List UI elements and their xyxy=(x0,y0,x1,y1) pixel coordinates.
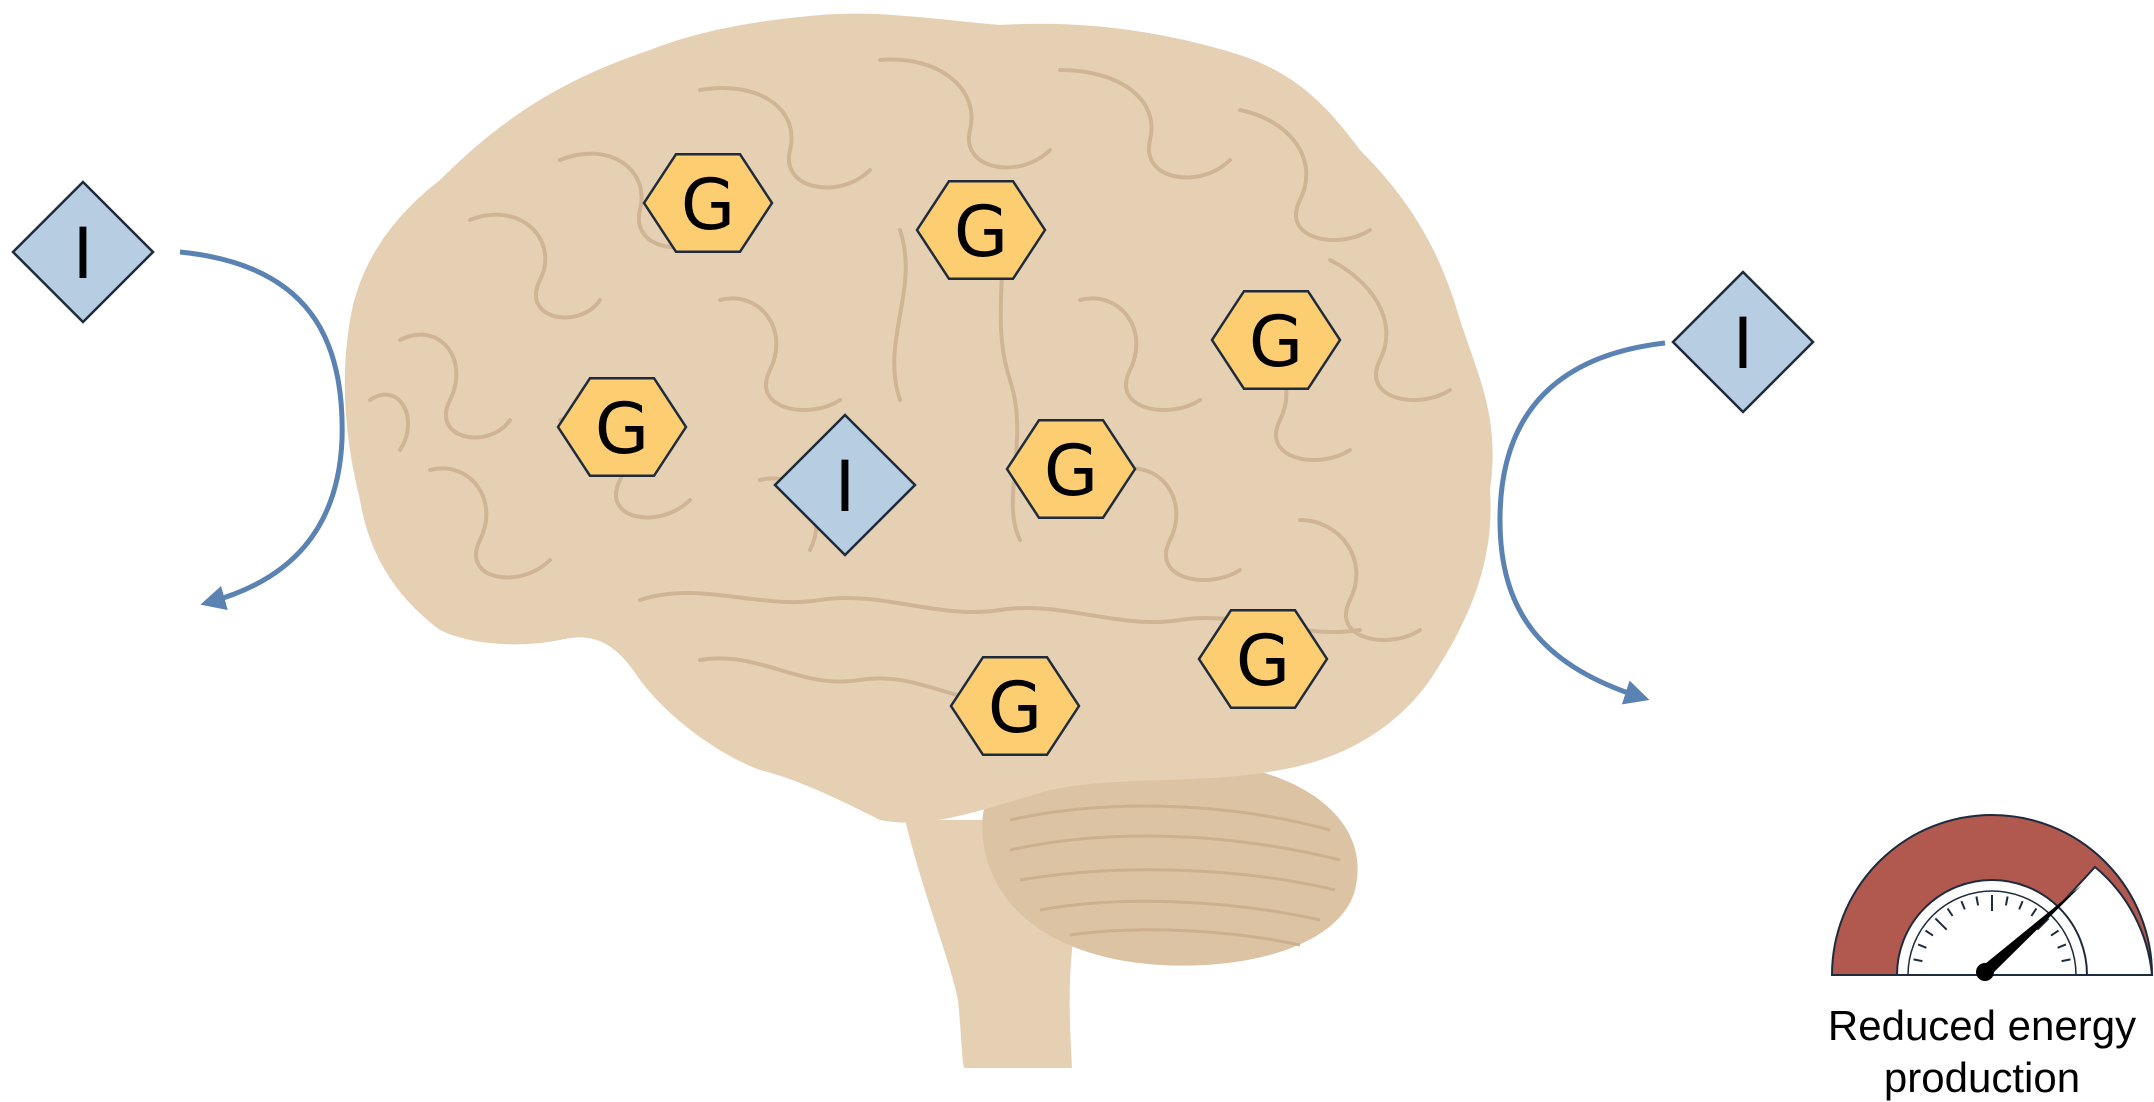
glucose-hexagon: G xyxy=(949,655,1081,757)
insulin-diamond-shape xyxy=(11,180,155,324)
glucose-hexagon: G xyxy=(915,179,1047,281)
glucose-label: G xyxy=(1044,430,1098,512)
left-curved-arrow xyxy=(179,249,345,611)
insulin-diamond: I xyxy=(1671,270,1815,414)
gauge-tick xyxy=(2061,958,2071,963)
cerebrum xyxy=(344,13,1493,823)
gauge-tick xyxy=(2057,943,2067,949)
glucose-hexagon-shape xyxy=(915,179,1047,281)
gauge-tick xyxy=(2030,907,2038,917)
gauge-tick xyxy=(1975,896,1980,906)
gauge-tick xyxy=(1960,900,1966,910)
glucose-hexagon: G xyxy=(642,152,774,254)
cerebellum-folds xyxy=(1009,804,1341,947)
gauge-tick xyxy=(1924,929,1934,937)
insulin-diamond-shape xyxy=(1671,270,1815,414)
gauge-ticks xyxy=(1912,895,2072,976)
gauge-caption-line1: Reduced energy xyxy=(1828,1002,2136,1049)
gauge-tick xyxy=(2018,900,2024,910)
insulin-label: I xyxy=(1733,303,1754,385)
glucose-markers: G G G G G G G xyxy=(556,152,1342,757)
gauge-tick xyxy=(1913,958,1923,963)
glucose-label: G xyxy=(954,191,1008,273)
right-curved-arrow xyxy=(1497,340,1666,705)
glucose-hexagon-shape xyxy=(642,152,774,254)
glucose-label: G xyxy=(988,667,1042,749)
glucose-hexagon: G xyxy=(556,376,688,478)
gauge-dial xyxy=(1895,879,2089,976)
glucose-hexagon-shape xyxy=(1005,418,1137,520)
gauge-caption-line2: production xyxy=(1884,1054,2080,1101)
glucose-hexagon: G xyxy=(1005,418,1137,520)
insulin-markers: I I I xyxy=(11,180,1815,557)
glucose-label: G xyxy=(1249,301,1303,383)
glucose-hexagon: G xyxy=(1197,608,1329,710)
insulin-diamond-shape xyxy=(773,413,917,557)
gauge-tick xyxy=(1946,907,1954,917)
speedometer-icon: Reduced energy production xyxy=(1828,814,2154,1101)
insulin-label: I xyxy=(73,213,94,295)
brain-illustration xyxy=(344,13,1493,1069)
glucose-hexagon-shape xyxy=(1210,289,1342,391)
gauge-tick xyxy=(2050,929,2060,937)
gauge-dial-inner xyxy=(1907,890,2077,976)
gauge-tick xyxy=(2004,896,2009,906)
glucose-label: G xyxy=(595,388,649,470)
insulin-label: I xyxy=(835,446,856,528)
glucose-label: G xyxy=(681,164,735,246)
gauge-hub xyxy=(1976,963,1994,981)
gauge-needle xyxy=(1980,885,2082,978)
glucose-hexagon-shape xyxy=(556,376,688,478)
glucose-hexagon: G xyxy=(1210,289,1342,391)
glucose-hexagon-shape xyxy=(949,655,1081,757)
insulin-diamond: I xyxy=(11,180,155,324)
gauge-tick xyxy=(1917,943,1927,949)
glucose-label: G xyxy=(1236,620,1290,702)
gauge-tick xyxy=(1934,917,1948,931)
glucose-hexagon-shape xyxy=(1197,608,1329,710)
gauge-tick xyxy=(2036,917,2050,931)
insulin-diamond: I xyxy=(773,413,917,557)
